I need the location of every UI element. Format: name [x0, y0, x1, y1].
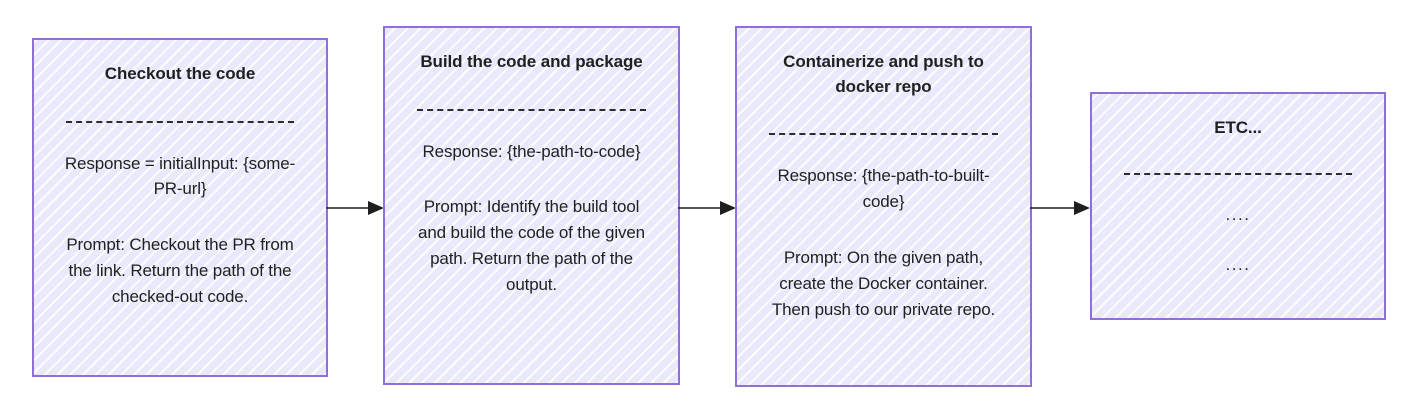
node-title: Containerize and push to docker repo: [783, 52, 984, 96]
node-title: ETC...: [1214, 118, 1262, 137]
connector-checkout-to-build: [326, 198, 386, 218]
node-title: Checkout the code: [104, 64, 256, 83]
node-response-text: Response = initialInput: {some-PR-url}: [64, 153, 296, 199]
node-prompt-text: Prompt: On the given path, create the Do…: [771, 247, 996, 319]
node-divider: [66, 120, 294, 123]
node-title: Build the code and package: [420, 52, 643, 71]
flow-node-containerize[interactable]: Containerize and push to docker repo Res…: [735, 26, 1032, 387]
flow-node-etc[interactable]: ETC... .... ....: [1090, 92, 1386, 320]
flow-node-checkout[interactable]: Checkout the code Response = initialInpu…: [32, 38, 328, 377]
node-response-text: Response: {the-path-to-built-code}: [777, 166, 990, 212]
node-divider: [1124, 172, 1352, 175]
node-response-text: Response: {the-path-to-code}: [422, 141, 641, 161]
node-divider: [417, 108, 646, 111]
connector-build-to-containerize: [678, 198, 738, 218]
node-divider: [769, 133, 998, 136]
connector-containerize-to-etc: [1030, 198, 1092, 218]
node-placeholder-line-1: ....: [1225, 204, 1251, 224]
flow-node-build[interactable]: Build the code and package Response: {th…: [383, 26, 680, 385]
node-prompt-text: Prompt: Identify the build tool and buil…: [418, 197, 645, 294]
node-prompt-text: Prompt: Checkout the PR from the link. R…: [66, 235, 294, 306]
node-placeholder-line-2: ....: [1225, 254, 1251, 274]
